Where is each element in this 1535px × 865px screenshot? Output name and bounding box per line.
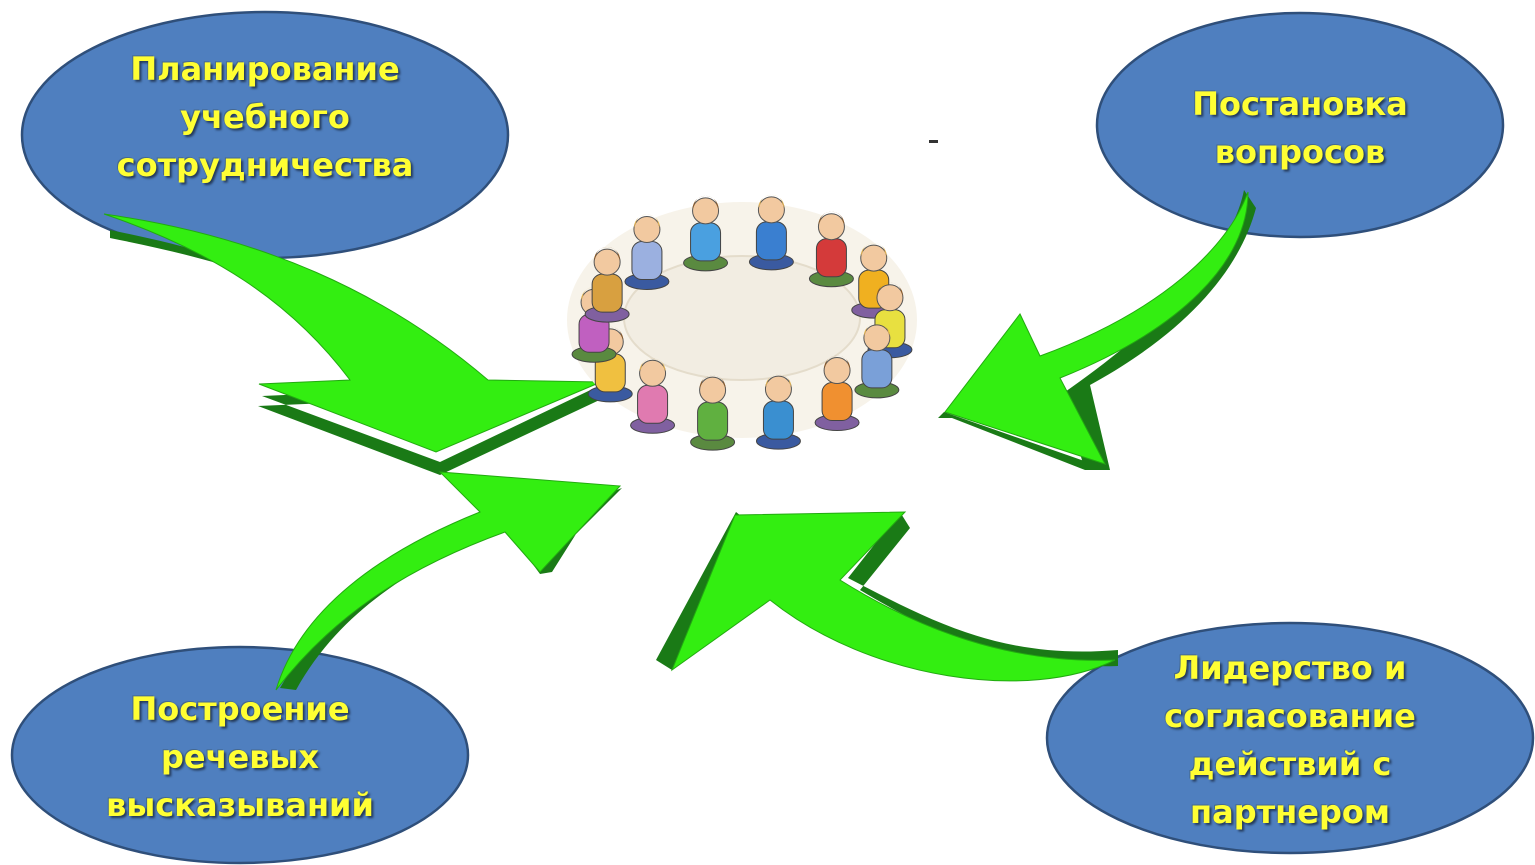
child-figure [624, 214, 670, 290]
oval-bottom-right [1045, 621, 1535, 855]
child-figure [814, 355, 860, 432]
arrow-top-left [103, 213, 608, 475]
node-line: действий с [1188, 744, 1392, 783]
arrow-bottom-right [656, 511, 1118, 682]
node-top-left-text: Планирование учебного сотрудничества [40, 42, 490, 192]
node-line: вопросов [1214, 133, 1386, 171]
child-figure [808, 211, 854, 288]
node-line: Лидерство и [1173, 648, 1407, 687]
node-bottom-left-text: Построение речевых высказываний [30, 682, 450, 832]
child-figure [755, 374, 801, 450]
child-figure [748, 194, 794, 271]
node-line: согласование [1164, 696, 1416, 735]
arrow-bottom-left [275, 471, 622, 691]
node-line: Постановка [1192, 85, 1408, 123]
node-bottom-right-text: Лидерство и согласование действий с парт… [1060, 642, 1520, 837]
dash-mark [929, 140, 938, 143]
node-line: высказываний [106, 786, 374, 824]
oval-top-right [1095, 11, 1505, 239]
node-line: Планирование [130, 50, 400, 88]
child-figure [683, 195, 729, 272]
arrows [103, 190, 1256, 691]
node-top-right-text: Постановка вопросов [1110, 78, 1490, 178]
children-circle-illustration [567, 194, 917, 451]
arrow-top-right [938, 190, 1256, 470]
children-figures [571, 194, 913, 451]
child-figure [690, 375, 736, 451]
child-figure [584, 247, 630, 323]
node-line: Построение [130, 690, 350, 728]
ovals [10, 10, 1535, 865]
node-line: партнером [1189, 792, 1390, 831]
node-line: учебного [180, 98, 350, 136]
oval-bottom-left [10, 645, 470, 865]
child-figure [854, 322, 900, 399]
node-line: речевых [160, 738, 320, 776]
child-figure [630, 358, 676, 434]
node-line: сотрудничества [116, 146, 414, 184]
